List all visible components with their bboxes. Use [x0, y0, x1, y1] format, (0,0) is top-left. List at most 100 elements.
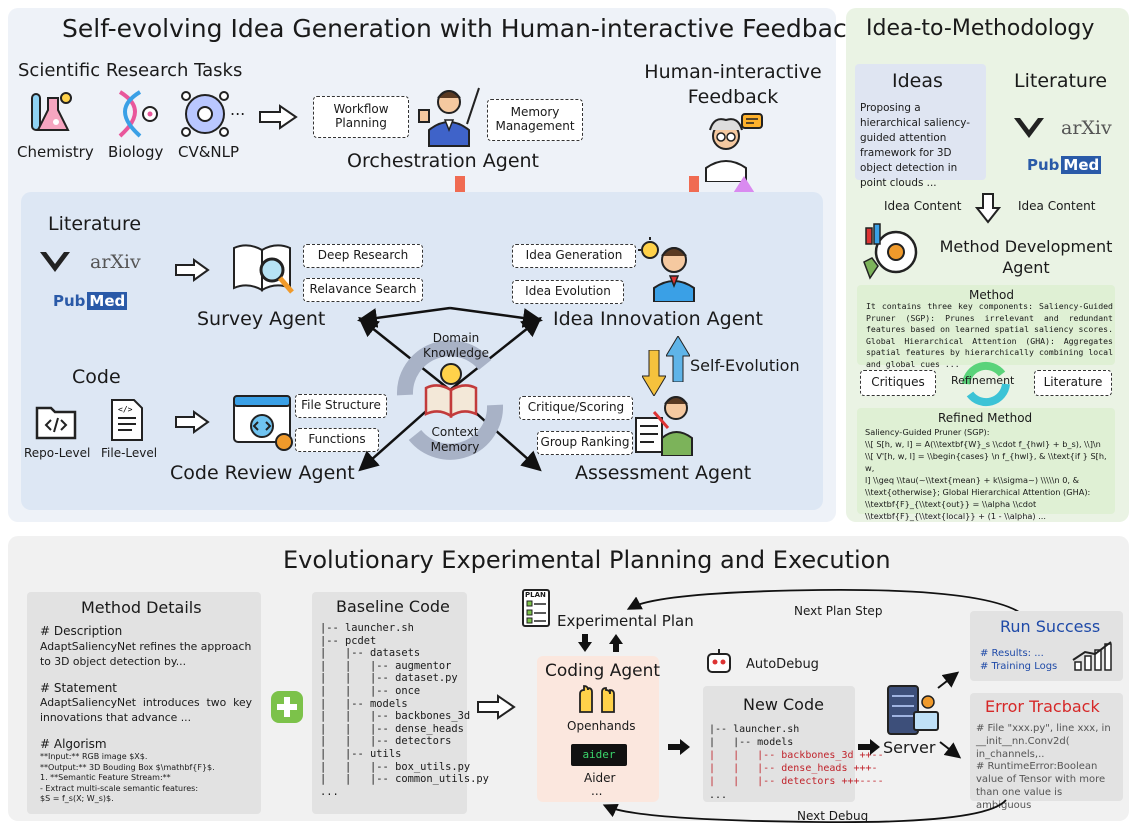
new-code-line: | | |-- detectors +++----	[709, 776, 884, 787]
assessment-person-icon	[635, 396, 693, 456]
tasks-title: Scientific Research Tasks	[18, 60, 243, 81]
next-plan-step-arrow	[626, 588, 1031, 623]
error-card	[970, 693, 1123, 801]
folder-code-icon	[35, 406, 77, 440]
statement-heading: # Statement	[40, 681, 118, 695]
file-code-icon: </>	[111, 399, 143, 441]
idea-generation-title: Self-evolving Idea Generation with Human…	[62, 14, 862, 43]
idea-person-icon	[638, 237, 695, 302]
human-feedback-text: Human-interactive Feedback	[644, 61, 822, 108]
book-magnifier-icon	[233, 244, 294, 294]
method-dev-agent-label: Method Development Agent	[936, 236, 1116, 278]
refined-method-text: Saliency-Guided Pruner (SGP): \\[ S[h, w…	[865, 427, 1107, 521]
domain-knowledge-text: Domain Knowledge	[423, 331, 489, 360]
autodebug-label: AutoDebug	[746, 657, 819, 672]
critiques-box: Critiques	[860, 370, 936, 396]
coding-agent-card	[537, 656, 659, 802]
yellow-arrow-down-icon	[642, 350, 666, 396]
error-text: # File "xxx.py", line xxx, in __init__nn…	[976, 723, 1111, 811]
growth-chart-icon	[1072, 641, 1112, 671]
server-label: Server	[883, 738, 936, 757]
right-literature-title: Literature	[1014, 70, 1108, 92]
code-window-gear-icon	[233, 395, 293, 451]
arrow-right-icon	[858, 739, 880, 755]
arrow-up-icon	[609, 634, 623, 652]
inner-literature-title: Literature	[48, 213, 142, 235]
new-code-title: New Code	[743, 695, 824, 714]
code-review-agent-label: Code Review Agent	[170, 462, 355, 484]
training-logs-label: # Training Logs	[980, 661, 1058, 672]
idea-content-left: Idea Content	[884, 199, 962, 213]
ideas-title: Ideas	[892, 70, 943, 92]
survey-agent-label: Survey Agent	[197, 308, 326, 330]
aider-label: Aider	[584, 771, 616, 785]
file-level-label: File-Level	[101, 446, 158, 460]
server-icon	[887, 685, 939, 735]
method-card	[857, 285, 1115, 365]
tasks-ellipsis: ...	[230, 100, 246, 119]
pubmed-pub: Pub	[53, 292, 86, 310]
human-feedback-title: Human-interactive Feedback	[640, 60, 826, 110]
hollow-arrow-down-icon	[975, 193, 1001, 224]
idea-innovation-agent-label: Idea Innovation Agent	[553, 308, 763, 330]
file-structure-box: File Structure	[295, 394, 387, 418]
hollow-arrow-right-icon	[175, 258, 210, 282]
dna-icon	[118, 90, 158, 138]
new-code-line: | |-- models	[709, 737, 794, 748]
new-code-card	[703, 686, 855, 802]
run-success-title: Run Success	[1000, 617, 1101, 636]
relevance-search-box: Relavance Search	[303, 278, 423, 302]
literature-box: Literature	[1034, 370, 1112, 396]
algorism-heading: # Algorism	[40, 737, 107, 751]
task-cv-nlp: CV&NLP	[178, 143, 240, 161]
deep-research-box: Deep Research	[303, 244, 423, 268]
open-book-bulb-icon	[424, 363, 478, 418]
ideas-text: Proposing a hierarchical saliency-guided…	[860, 102, 970, 189]
method-text: It contains three key components: Salien…	[866, 301, 1113, 369]
method-dev-agent-text: Method Development Agent	[939, 237, 1113, 277]
idea-evolution-box: Idea Evolution	[512, 280, 624, 304]
workflow-planning-box: Workflow Planning	[313, 96, 409, 138]
new-code-line: | | |-- dense_heads +++-	[709, 763, 878, 774]
next-debug-label: Next Debug	[797, 809, 869, 823]
new-code-line: ...	[709, 790, 728, 801]
description-text: AdaptSaliencyNet refines the approach to…	[40, 640, 252, 668]
description-heading: # Description	[40, 624, 123, 638]
functions-box: Functions	[295, 428, 379, 452]
scientist-icon	[705, 113, 763, 182]
refinement-cycle-icon	[962, 361, 1010, 407]
arrow-to-run-success	[937, 671, 960, 689]
pubmed-med: Med	[87, 292, 128, 310]
hollow-arrow-right-icon	[175, 410, 210, 434]
openhands-icon	[579, 685, 615, 713]
context-memory-text: Context Memory	[430, 425, 480, 454]
ideas-card	[855, 64, 986, 180]
brain-network-icon	[181, 91, 229, 137]
plan-clipboard-icon	[522, 589, 550, 627]
idea-generation-box: Idea Generation	[512, 244, 636, 268]
refined-method-title: Refined Method	[938, 411, 1033, 425]
next-debug-arrow	[602, 799, 1007, 824]
critique-scoring-box: Critique/Scoring	[519, 396, 633, 420]
right-pubmed-pub: Pub	[1027, 156, 1060, 174]
new-code-line: |-- launcher.sh	[709, 724, 800, 735]
context-memory-label: Context Memory	[420, 425, 490, 455]
blue-arrow-up-icon	[666, 336, 690, 382]
plus-icon	[271, 691, 303, 723]
self-evolution-label: Self-Evolution	[690, 356, 800, 375]
literature-v-logo-icon	[40, 252, 70, 272]
task-biology: Biology	[108, 143, 164, 161]
coding-ellipsis: ...	[591, 784, 603, 798]
group-ranking-box: Group Ranking	[537, 431, 633, 455]
arrow-to-error	[939, 741, 962, 759]
refined-method-card	[857, 408, 1115, 514]
right-arxiv-logo: arXiv	[1061, 117, 1112, 139]
autodebug-robot-icon	[707, 649, 731, 673]
statement-text: AdaptSaliencyNet introduces two key inno…	[40, 696, 252, 724]
arrow-right-icon	[668, 739, 690, 755]
idea-content-right: Idea Content	[1018, 199, 1096, 213]
algorism-text: **Input:** RGB image $X$. **Output:** 3D…	[40, 752, 215, 803]
conductor-icon	[418, 87, 480, 147]
assessment-agent-label: Assessment Agent	[575, 462, 752, 484]
